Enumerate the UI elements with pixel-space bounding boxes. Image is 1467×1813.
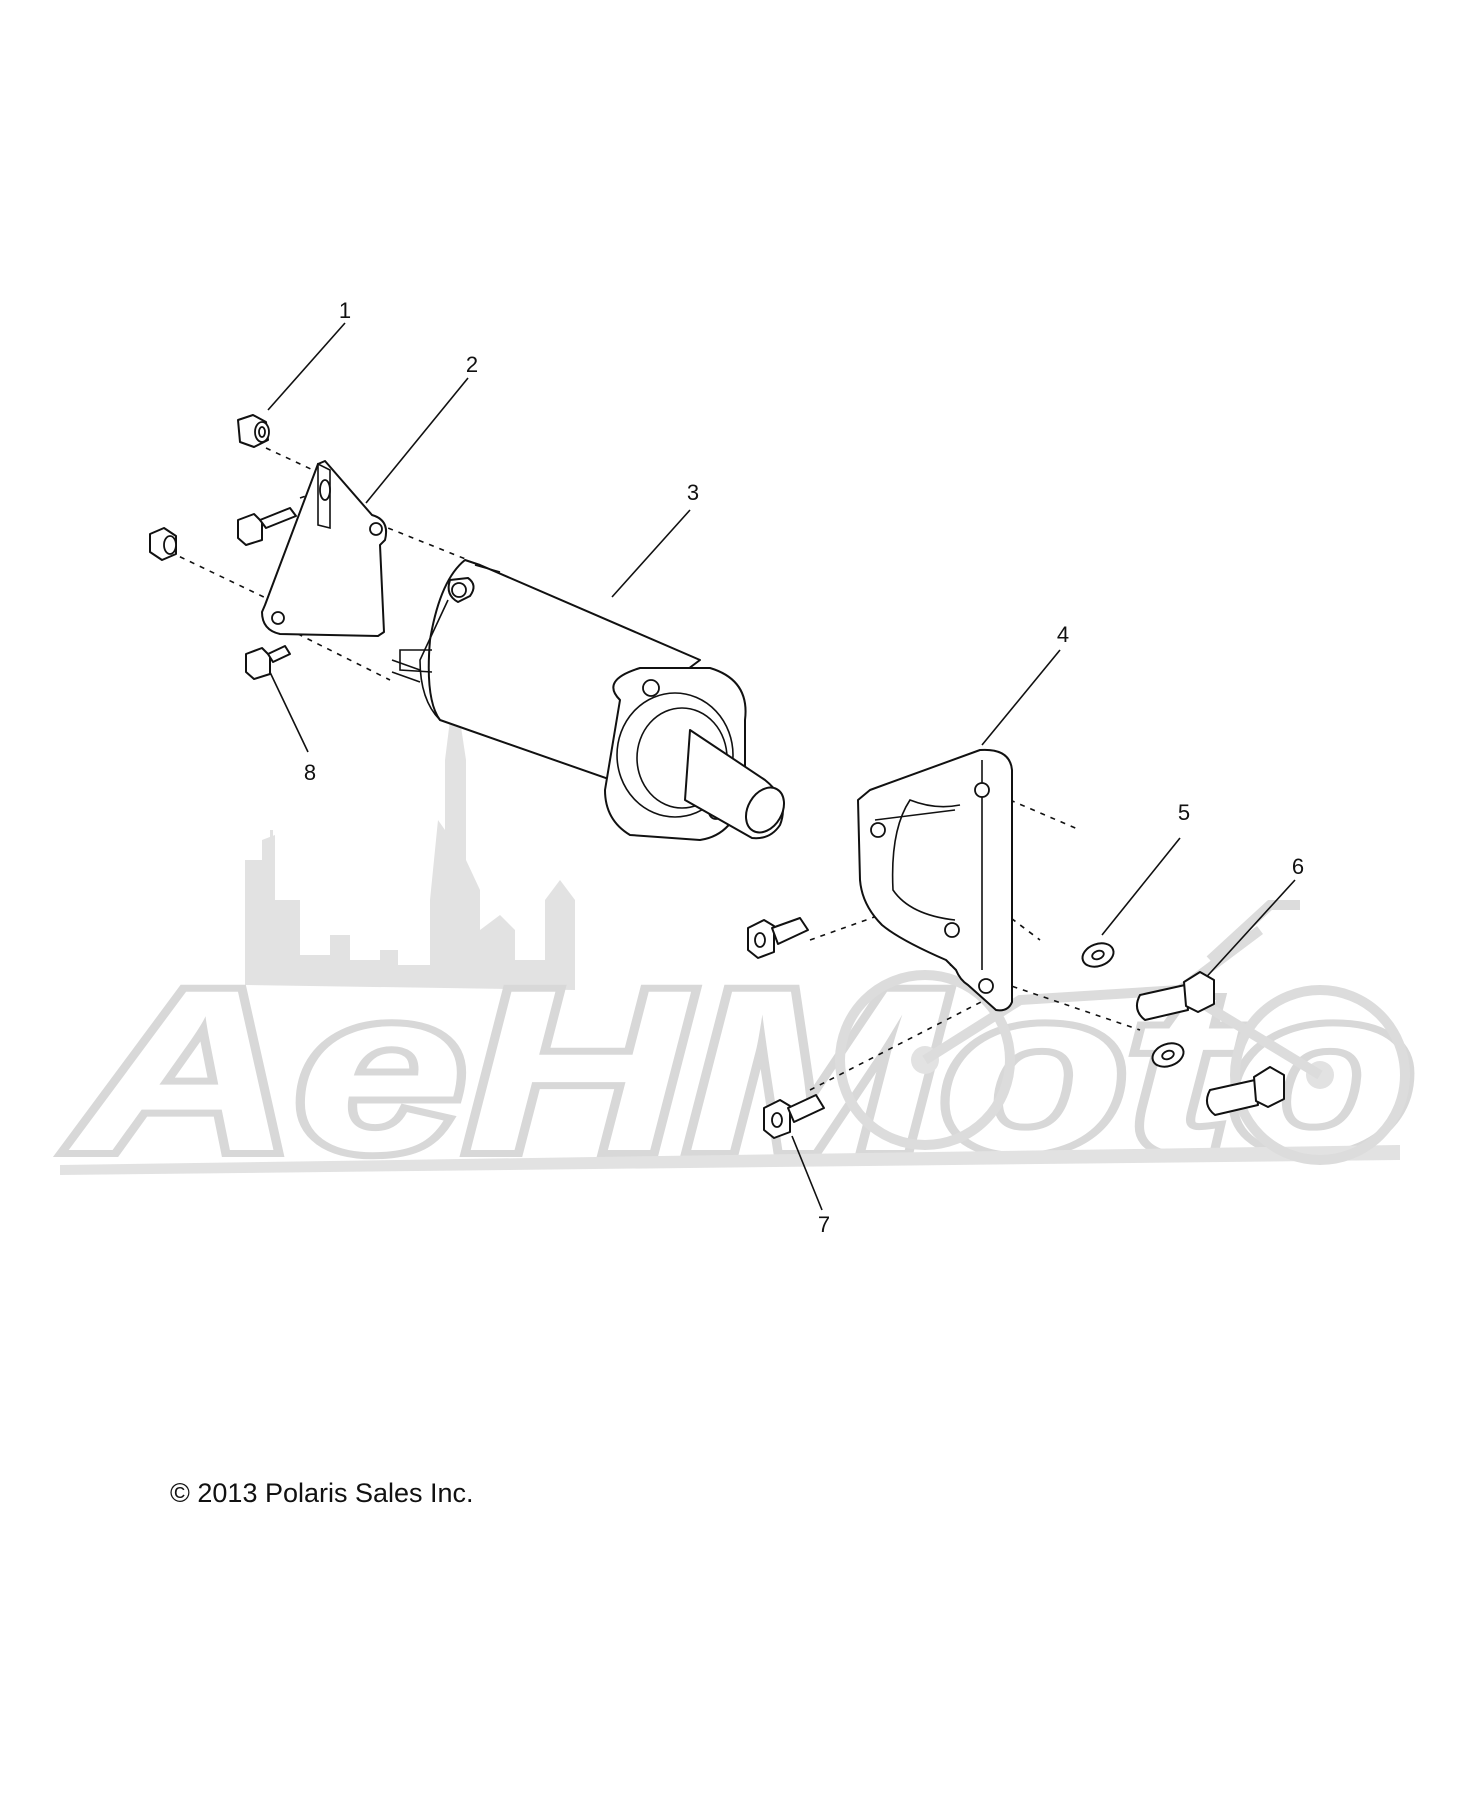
callout-8: 8 [304,760,316,785]
part-2-starter-bracket [261,460,388,637]
callout-5: 5 [1178,800,1190,825]
callout-7: 7 [818,1212,830,1237]
callouts: 1 2 3 4 5 6 7 8 [304,298,1304,1237]
part-1-flange-nut [237,414,270,448]
callout-3: 3 [687,480,699,505]
part-3-starter-motor [391,559,785,841]
callout-4: 4 [1057,622,1069,647]
copyright-notice: © 2013 Polaris Sales Inc. [170,1478,474,1508]
part-8-flange-bolt [245,645,291,680]
watermark: AeHMoto [60,620,1422,1206]
part-5-washer [1081,942,1185,1068]
callout-2: 2 [466,352,478,377]
watermark-castle [245,620,575,990]
callout-6: 6 [1292,854,1304,879]
leader-lines [169,322,1296,1211]
part-6-hex-bolt [1135,971,1285,1116]
plate-bolt-upper [747,917,809,959]
callout-1: 1 [339,298,351,323]
part-4-mounting-plate [857,748,1013,1012]
bracket-bolt-upper [237,507,297,546]
part-7-flange-bolt [763,1094,825,1139]
bracket-nut-left [149,527,177,561]
